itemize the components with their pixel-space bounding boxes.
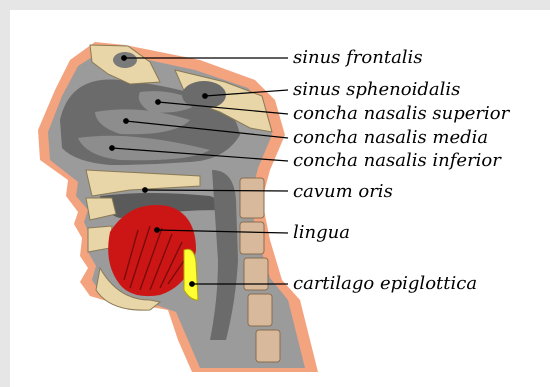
leader-concha-inferior (112, 148, 288, 161)
label-concha-nasalis-superior: concha nasalis superior (293, 103, 509, 125)
leader-concha-superior (158, 102, 288, 114)
label-cartilago-epiglottica: cartilago epiglottica (293, 273, 477, 295)
label-concha-nasalis-inferior: concha nasalis inferior (293, 150, 501, 172)
leader-sinus-sphenoidalis (205, 90, 288, 96)
leader-cavum-oris (145, 190, 288, 191)
label-cavum-oris: cavum oris (293, 181, 393, 203)
leader-lingua (157, 230, 288, 233)
label-sinus-frontalis: sinus frontalis (293, 47, 423, 69)
label-sinus-sphenoidalis: sinus sphenoidalis (293, 79, 460, 101)
label-concha-nasalis-media: concha nasalis media (293, 127, 488, 149)
label-lingua: lingua (293, 222, 350, 244)
leader-concha-media (126, 121, 288, 138)
